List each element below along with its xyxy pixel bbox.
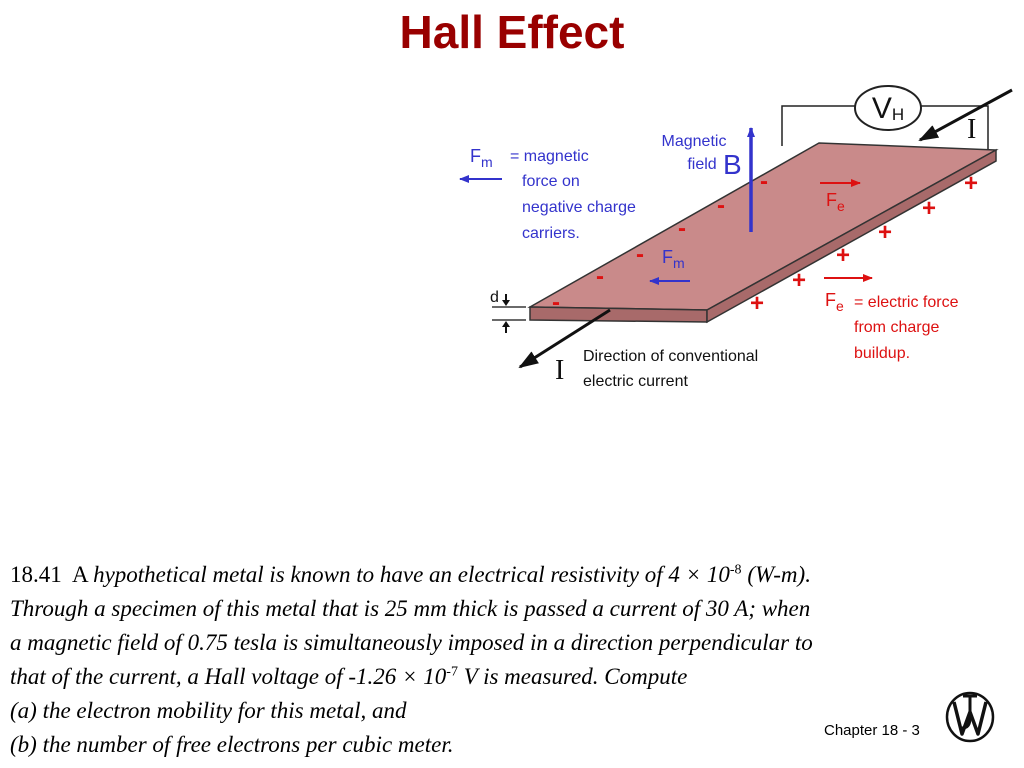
negative-charges: - - - - - - <box>552 168 768 316</box>
minus-sign: - <box>678 215 686 242</box>
problem-part-a: (a) the electron mobility for this metal… <box>10 698 407 723</box>
minus-sign: - <box>552 289 560 316</box>
thickness-label: d <box>490 289 499 306</box>
resistivity-exponent: -8 <box>729 562 742 578</box>
magnetic-field-label-2: field <box>687 156 716 173</box>
plus-sign: + <box>792 267 806 294</box>
publisher-logo-icon <box>945 691 995 743</box>
fe-description-2: from charge <box>854 319 939 336</box>
chapter-footer: Chapter 18 - 3 <box>824 722 920 739</box>
problem-line-2: Through a specimen of this metal that is… <box>10 596 811 621</box>
fm-description-3: negative charge <box>522 199 636 216</box>
b-field-symbol: B <box>723 149 742 180</box>
current-label-bottom: I <box>555 355 564 386</box>
fm-description-2: force on <box>522 173 580 190</box>
problem-text-1-end: (W-m). <box>741 562 811 587</box>
current-description-2: electric current <box>583 373 688 390</box>
positive-charges: + + + + + + <box>750 170 978 317</box>
minus-sign: - <box>717 192 725 219</box>
problem-article: A <box>71 562 88 587</box>
problem-text-1: hypothetical metal is known to have an e… <box>93 562 730 587</box>
thickness-indicator: d <box>490 289 526 333</box>
magnetic-field-label: Magnetic <box>662 133 727 150</box>
problem-line-3: a magnetic field of 0.75 tesla is simult… <box>10 630 813 655</box>
current-description-1: Direction of conventional <box>583 348 758 365</box>
current-arrow-bottom <box>518 308 611 369</box>
minus-sign: - <box>760 168 768 195</box>
fe-description-1: = electric force <box>854 294 959 311</box>
current-arrow-top <box>918 88 1013 142</box>
voltmeter-symbol <box>854 85 922 131</box>
problem-line-4: that of the current, a Hall voltage of -… <box>10 660 1018 694</box>
problem-text-4-end: V is measured. Compute <box>457 664 688 689</box>
fm-slab-symbol: Fm <box>662 247 685 271</box>
problem-text-4: that of the current, a Hall voltage of -… <box>10 664 447 689</box>
plus-sign: + <box>836 242 850 269</box>
plus-sign: + <box>878 219 892 246</box>
slab-side-face <box>706 148 997 324</box>
minus-sign: - <box>596 263 604 290</box>
problem-number: 18.41 <box>10 562 62 587</box>
fe-legend-symbol: Fe <box>825 290 844 314</box>
plus-sign: + <box>922 195 936 222</box>
minus-sign: - <box>636 241 644 268</box>
fm-description-1: = magnetic <box>510 148 589 165</box>
slide-title: Hall Effect <box>399 6 625 58</box>
current-label-top: I <box>967 114 976 145</box>
problem-statement: 18.41 A hypothetical metal is known to h… <box>10 558 1018 762</box>
plus-sign: + <box>750 290 764 317</box>
problem-line-1: 18.41 A hypothetical metal is known to h… <box>10 558 1018 592</box>
fe-slab-symbol: Fe <box>826 190 845 214</box>
plus-sign: + <box>964 170 978 197</box>
hall-voltage-exponent: -7 <box>446 664 458 680</box>
fm-description-4: carriers. <box>522 225 580 242</box>
problem-part-b: (b) the number of free electrons per cub… <box>10 732 454 757</box>
fm-legend-symbol: Fm <box>470 146 493 170</box>
metal-slab <box>527 142 999 324</box>
hall-effect-diagram: VH Magnetic field B Fm = magnetic force … <box>459 85 1013 390</box>
voltmeter-circuit: VH <box>781 85 989 150</box>
fe-description-3: buildup. <box>854 345 910 362</box>
voltmeter-label: VH <box>872 92 904 125</box>
